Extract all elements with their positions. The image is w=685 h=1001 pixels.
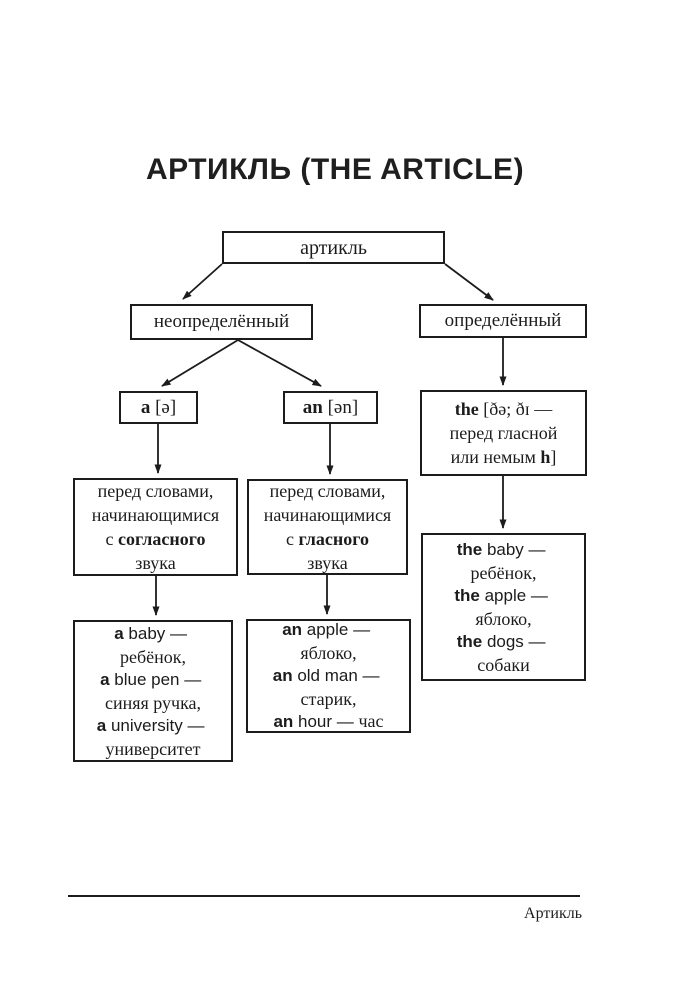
node-text-line: начинающимися: [91, 505, 220, 525]
node-text-line: яблоко,: [475, 608, 532, 629]
arrow-article-to-definite: [444, 263, 494, 301]
node-text-line: перед гласной: [449, 423, 558, 443]
node-text-line: the dogs —: [456, 632, 551, 651]
node-examples-the: the baby — ребёнок, the apple — яблоко, th…: [421, 533, 586, 681]
node-text-line: определённый: [444, 310, 562, 331]
node-text-line: с согласного: [105, 529, 206, 549]
node-article-the: the [ðə; ðɪ — перед гласной или немым h]: [420, 390, 587, 476]
node-article: артикль: [222, 231, 445, 264]
arrow-article-to-indefinite: [182, 263, 223, 300]
node-text-line: a [ə]: [140, 396, 177, 418]
node-text-line: начинающимися: [263, 505, 392, 525]
node-article-an: an [ən]: [283, 391, 378, 424]
node-text-line: или немым h]: [450, 447, 557, 467]
node-text-line: артикль: [300, 236, 367, 259]
node-text-line: an hour — час: [273, 711, 384, 732]
arrow-indefinite-to-an: [237, 339, 322, 387]
node-text-line: the [ðə; ðɪ —: [454, 399, 553, 419]
page-title: АРТИКЛЬ (THE ARTICLE): [145, 153, 525, 186]
node-text-line: the baby —: [456, 540, 551, 559]
node-rule-before-consonant: перед словами, начинающимися с согласного з…: [73, 478, 238, 576]
node-text-line: с гласного: [286, 529, 369, 549]
node-text-line: перед словами,: [97, 481, 214, 501]
footer-rule: [68, 895, 580, 897]
node-text-line: неопределённый: [153, 311, 290, 332]
node-text-line: a baby —: [114, 624, 192, 643]
node-text-line: звука: [307, 553, 348, 573]
node-indefinite-article: неопределённый: [130, 304, 313, 340]
node-text-line: собаки: [477, 654, 530, 675]
node-text-line: перед словами,: [269, 481, 386, 501]
node-article-a: a [ə]: [119, 391, 198, 424]
node-text-line: ребёнок,: [119, 646, 186, 667]
node-examples-an: an apple — яблоко, an old man — старик,an…: [246, 619, 411, 733]
node-definite-article: определённый: [419, 304, 587, 338]
node-text-line: звука: [135, 553, 176, 573]
node-text-line: an apple —: [282, 620, 375, 640]
node-text-line: an [ən]: [302, 396, 359, 418]
node-text-line: старик,: [300, 688, 357, 709]
node-text-line: the apple —: [454, 586, 553, 605]
node-text-line: a university —: [96, 716, 210, 735]
node-examples-a: a baby — ребёнок, a blue pen — синяя ручк…: [73, 620, 233, 762]
arrow-indefinite-to-a: [161, 339, 239, 387]
node-rule-before-vowel: перед словами, начинающимися с гласного зву…: [247, 479, 408, 575]
node-text-line: an old man —: [272, 666, 385, 686]
node-text-line: a blue pen —: [100, 670, 206, 689]
node-text-line: университет: [105, 738, 201, 759]
footer-page-label: Артикль: [524, 905, 582, 922]
node-text-line: синяя ручка,: [104, 692, 202, 713]
node-text-line: яблоко,: [300, 642, 357, 663]
node-text-line: ребёнок,: [470, 562, 537, 583]
